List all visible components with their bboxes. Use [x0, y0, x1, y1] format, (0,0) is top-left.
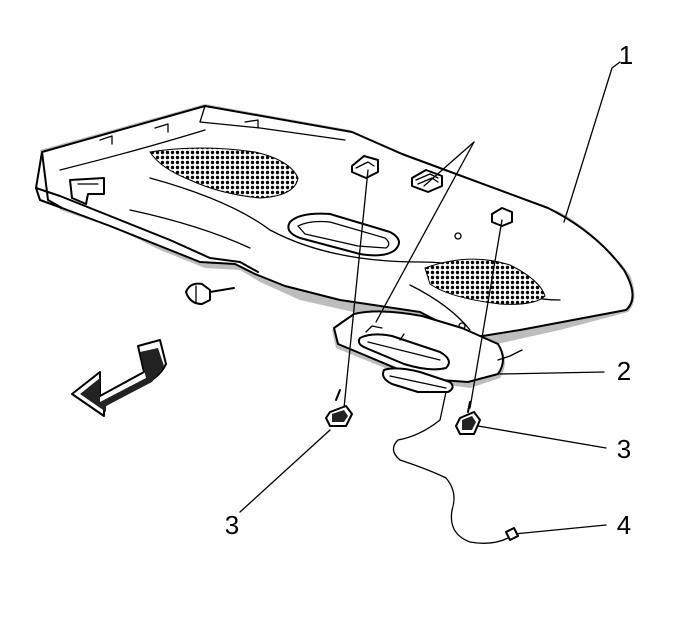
callout-4: 4 [617, 510, 631, 540]
screw-icon [455, 401, 481, 435]
callout-3-right: 3 [617, 434, 631, 464]
callout-2: 2 [617, 356, 631, 386]
callout-3-left: 3 [225, 510, 239, 540]
callout-1: 1 [619, 40, 633, 70]
direction-arrow-icon [71, 339, 167, 417]
leader-lines [239, 61, 621, 535]
wire-harness [392, 391, 519, 544]
push-pin-fastener [185, 282, 235, 305]
headliner-panel [35, 104, 635, 350]
bolt-icon [325, 389, 353, 427]
overhead-console [332, 310, 523, 393]
